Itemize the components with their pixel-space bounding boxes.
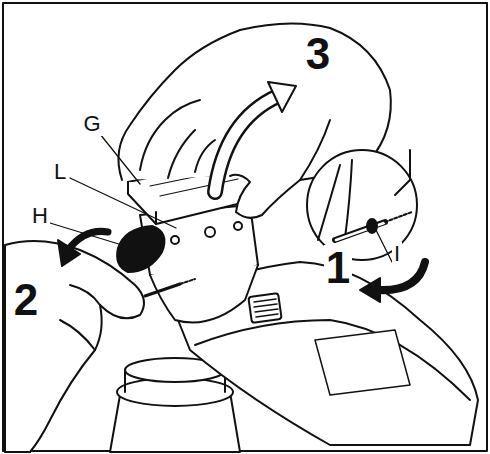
callout-number: 2	[12, 277, 40, 323]
part-letter: H	[30, 204, 50, 228]
callout-number: 1	[324, 245, 352, 291]
turn-arrow	[58, 231, 108, 266]
locking-pin	[145, 279, 195, 296]
callout-number: 3	[304, 31, 332, 77]
part-letter: L	[52, 160, 68, 184]
part-letter: G	[81, 112, 102, 136]
pull-arrow	[360, 262, 425, 302]
part-letter: I	[392, 242, 402, 266]
frame	[3, 3, 487, 451]
lever	[117, 226, 164, 272]
lower-hand	[5, 241, 144, 452]
leader-lines	[50, 134, 392, 262]
lift-arrow	[215, 82, 296, 192]
